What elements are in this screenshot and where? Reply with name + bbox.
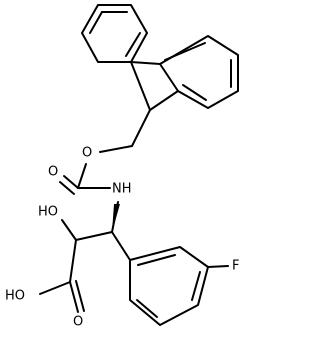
carboxyl-carbonyl-bond-1 (69, 281, 79, 313)
phenyl-ring-double-3 (136, 299, 158, 318)
c3-c2-bond (75, 231, 113, 241)
c3-hash-bond (112, 204, 120, 232)
fluorene-left-ring-double-3 (89, 11, 103, 34)
hydroxyl-label: HO (38, 205, 58, 220)
phenyl-ring-double-1 (137, 254, 176, 266)
ester-oxygen-label: O (82, 146, 92, 161)
fluorene-c9-right (149, 90, 179, 111)
fluorene-c9-left (130, 61, 151, 111)
carbamate-carbonyl-bond-2 (59, 181, 75, 195)
fluorene-left-ring-double-2 (125, 32, 141, 57)
fluorene-left-ring (81, 4, 148, 63)
aryl-fluorine-bond (207, 265, 229, 268)
carboxyl-carbonyl-bond-2 (75, 280, 85, 312)
c2-carboxyl-bond (69, 239, 77, 283)
carbamate-carbonyl-bond-1 (63, 175, 79, 189)
c3-aryl-bond (111, 231, 131, 261)
ch2-oxygen-bond (99, 145, 133, 153)
carbonyl-oxygen-label: O (48, 165, 58, 180)
c2-hydroxyl-bond (61, 219, 77, 241)
fluorene-bridge-bond (130, 61, 161, 65)
fluorene-group (81, 4, 239, 111)
fluorene-right-ring-double-1 (164, 42, 206, 61)
fluorine-label: F (232, 259, 239, 274)
phenyl-ring-outline (129, 246, 209, 326)
amide-nitrogen-label: NH (112, 182, 132, 197)
carboxyl-oh-bond (39, 281, 71, 295)
oxygen-carbamate-bond (77, 163, 87, 189)
acid-hydroxyl-label: HO (5, 289, 25, 304)
phenyl-ring-double-2 (191, 271, 201, 301)
fluorene-right-ring-double-3 (182, 84, 207, 101)
c9-ch2-bond (131, 109, 151, 147)
acid-carbonyl-oxygen-label: O (73, 315, 83, 330)
fluorene-right-ring (159, 35, 239, 109)
molecule-structure: O O NH HO HO O F (5, 4, 239, 330)
fluorophenyl-ring (129, 246, 229, 326)
